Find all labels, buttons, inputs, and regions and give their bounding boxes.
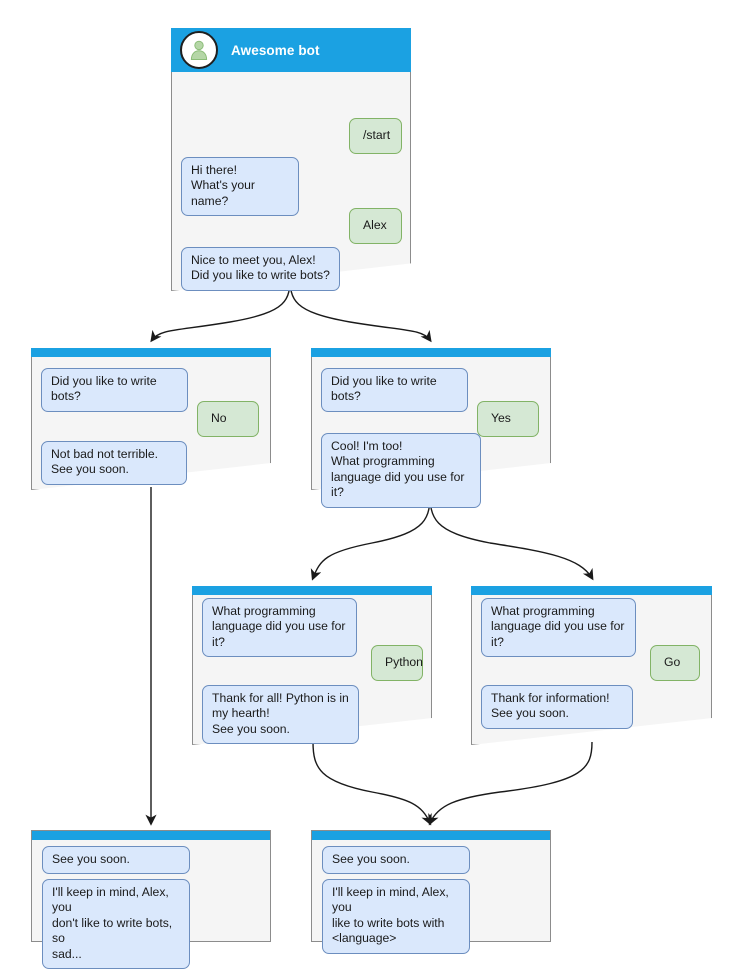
node-lang-python-chat: What programming language did you use fo… [192,595,432,745]
node-end-happy-header [312,831,550,840]
node-answer-no[interactable]: Did you like to write bots? No Not bad n… [31,348,271,490]
node-end-happy[interactable]: See you soon. I'll keep in mind, Alex, y… [311,830,551,954]
message-bot-question-language[interactable]: What programming language did you use fo… [481,598,636,658]
node-start[interactable]: Awesome bot /start Hi there! What's your… [171,28,411,291]
message-bot-see-you-soon[interactable]: See you soon. [322,846,470,875]
node-end-happy-chat: See you soon. I'll keep in mind, Alex, y… [312,840,550,954]
bot-title: Awesome bot [231,42,320,58]
message-user-go[interactable]: Go [650,645,700,682]
message-bot-cool-im-too[interactable]: Cool! I'm too! What programming language… [321,433,481,508]
node-lang-python-header [192,586,432,595]
node-end-sad[interactable]: See you soon. I'll keep in mind, Alex, y… [31,830,271,970]
message-bot-see-you-soon[interactable]: See you soon. [42,846,190,875]
message-bot-not-bad[interactable]: Not bad not terrible. See you soon. [41,441,187,485]
message-bot-question-bots[interactable]: Did you like to write bots? [41,368,188,412]
node-start-header: Awesome bot [171,28,411,72]
person-avatar-icon [180,31,218,69]
node-answer-no-chat: Did you like to write bots? No Not bad n… [31,357,271,490]
message-bot-keep-in-mind-happy[interactable]: I'll keep in mind, Alex, you like to wri… [322,879,470,954]
node-lang-python[interactable]: What programming language did you use fo… [192,586,432,745]
message-bot-thank-python[interactable]: Thank for all! Python is in my hearth! S… [202,685,359,745]
node-lang-go[interactable]: What programming language did you use fo… [471,586,712,745]
node-answer-no-header [31,348,271,357]
node-end-sad-chat: See you soon. I'll keep in mind, Alex, y… [32,840,270,970]
node-start-chat: /start Hi there! What's your name? Alex … [171,72,411,291]
edge-python-to-end-happy [312,741,432,826]
message-user-python[interactable]: Python [371,645,423,682]
node-answer-yes-header [311,348,551,357]
edge-go-to-end-happy [428,741,593,826]
node-end-sad-header [32,831,270,840]
message-bot-question-bots[interactable]: Did you like to write bots? [321,368,468,412]
node-answer-yes[interactable]: Did you like to write bots? Yes Cool! I'… [311,348,551,508]
message-bot-question-language[interactable]: What programming language did you use fo… [202,598,357,658]
message-user-no[interactable]: No [197,401,259,438]
message-bot-keep-in-mind-sad[interactable]: I'll keep in mind, Alex, you don't like … [42,879,190,970]
message-bot-nice-to-meet[interactable]: Nice to meet you, Alex! Did you like to … [181,247,340,291]
message-user-start[interactable]: /start [349,118,402,155]
message-user-yes[interactable]: Yes [477,401,539,438]
node-lang-go-header [471,586,712,595]
message-user-name[interactable]: Alex [349,208,402,245]
node-lang-go-chat: What programming language did you use fo… [471,595,712,745]
message-bot-thank-info[interactable]: Thank for information! See you soon. [481,685,633,729]
message-bot-greeting[interactable]: Hi there! What's your name? [181,157,299,217]
node-answer-yes-chat: Did you like to write bots? Yes Cool! I'… [311,357,551,508]
